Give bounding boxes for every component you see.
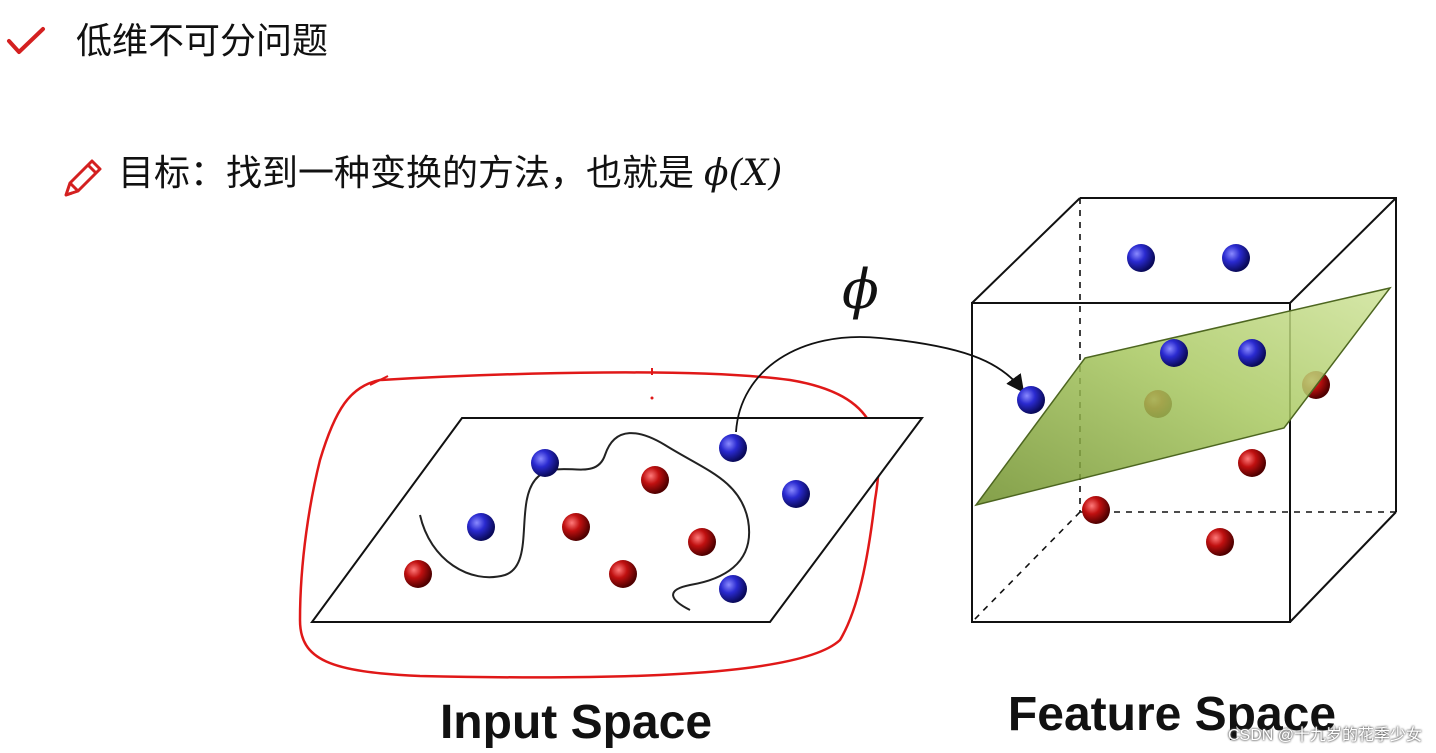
input-space-label: Input Space (440, 696, 712, 749)
input-point-blue (531, 449, 559, 477)
input-point-red (404, 560, 432, 588)
feature-point-red (1238, 449, 1266, 477)
feature-point-red (1206, 528, 1234, 556)
feature-point-blue (1160, 339, 1188, 367)
feature-point-blue (1222, 244, 1250, 272)
feature-point-blue (1017, 386, 1045, 414)
feature-point-red (1082, 496, 1110, 524)
input-point-blue (719, 434, 747, 462)
input-point-blue (719, 575, 747, 603)
input-point-red (609, 560, 637, 588)
input-space-plane (312, 418, 922, 622)
input-point-blue (782, 480, 810, 508)
feature-point-blue (1238, 339, 1266, 367)
input-point-red (688, 528, 716, 556)
phi-symbol: ϕ (842, 258, 879, 321)
feature-point-blue (1127, 244, 1155, 272)
input-point-blue (467, 513, 495, 541)
input-point-red (562, 513, 590, 541)
watermark: CSDN @十九岁的花季少女 (1228, 721, 1422, 745)
input-point-red (641, 466, 669, 494)
red-annotation-dot (651, 397, 654, 400)
